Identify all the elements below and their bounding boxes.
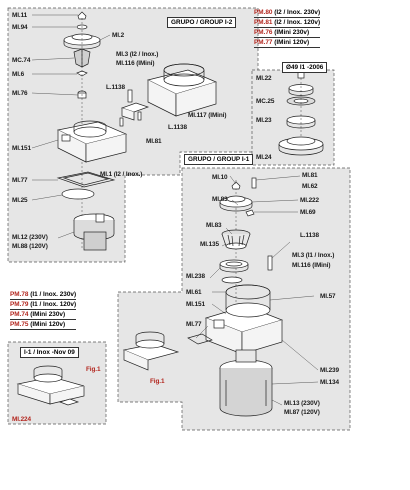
label-mi3-i1: MI.3 (I1 / Inox.) xyxy=(292,252,335,259)
inset-fig-label: Fig.1 xyxy=(86,366,101,373)
pm-desc: (I2 / Inox. 230v) xyxy=(274,9,321,16)
pm-desc: (I1 / Inox. 230v) xyxy=(30,291,77,298)
label-mi11: MI.11 xyxy=(12,12,28,19)
label-mi23: MI.23 xyxy=(256,117,272,124)
label-mi10: MI.10 xyxy=(212,174,228,181)
label-mi94: MI.94 xyxy=(12,24,28,31)
leader-lines xyxy=(31,14,319,406)
pm-list-item: PM.74 (IMini 230v) xyxy=(10,310,77,320)
label-l1138-i2b: L.1138 xyxy=(168,124,187,131)
label-mi61: MI.61 xyxy=(186,289,202,296)
label-mi117: MI.117 (IMini) xyxy=(188,112,227,119)
label-fig1-i1: Fig.1 xyxy=(150,378,165,385)
label-mi13: MI.13 (230V) xyxy=(284,400,320,407)
pm-list-item: PM.78 (I1 / Inox. 230v) xyxy=(10,290,77,300)
label-mi151-i1: MI.151 xyxy=(186,301,205,308)
label-mi77-i1: MI.77 xyxy=(186,321,202,328)
group-i2-title: GRUPO / GROUP I-2 xyxy=(167,17,237,28)
pm-list-item: PM.77 (IMini 120v) xyxy=(254,38,321,48)
label-mi238: MI.238 xyxy=(186,273,205,280)
pm-list-item: PM.75 (IMini 120v) xyxy=(10,320,77,330)
label-mi12: MI.12 (230V) xyxy=(12,234,48,241)
label-mi3-i2: MI.3 (I2 / Inox.) xyxy=(116,51,159,58)
label-mi1: MI.1 (I2 / Inox.) xyxy=(100,171,143,178)
pm-list-item: PM.81 (I2 / Inox. 120v) xyxy=(254,18,321,28)
pm-desc: (IMini 120v) xyxy=(274,39,310,46)
pm-list-item: PM.80 (I2 / Inox. 230v) xyxy=(254,8,321,18)
label-mi151-i2: MI.151 xyxy=(12,145,31,152)
pm-list-item: PM.79 (I1 / Inox. 120v) xyxy=(10,300,77,310)
pm-code: PM.76 xyxy=(254,29,273,36)
inset-part-label: MI.224 xyxy=(12,416,31,423)
label-mi76: MI.76 xyxy=(12,90,28,97)
label-mi239: MI.239 xyxy=(320,367,339,374)
label-mi116-i2: MI.116 (IMini) xyxy=(116,60,155,67)
label-mi22: MI.22 xyxy=(256,75,272,82)
label-mi88: MI.88 (120V) xyxy=(12,243,48,250)
label-l1138-i1: L.1138 xyxy=(300,232,319,239)
inset-title: I-1 / Inox -Nov 09 xyxy=(20,347,79,358)
pm-code: PM.81 xyxy=(254,19,273,26)
label-mi2: MI.2 xyxy=(112,32,125,39)
label-mi87: MI.87 (120V) xyxy=(284,409,320,416)
label-mi62: MI.62 xyxy=(302,183,318,190)
pm-desc: (IMini 120v) xyxy=(30,321,66,328)
group-i1-parts xyxy=(122,177,284,417)
group-i1-panel xyxy=(117,167,351,431)
label-mi222: MI.222 xyxy=(300,197,319,204)
label-mi6: MI.6 xyxy=(12,71,25,78)
pm-desc: (IMini 230v) xyxy=(30,311,66,318)
group-i1-title: GRUPO / GROUP I-1 xyxy=(184,154,254,165)
pm-list-item: PM.76 (IMini 230v) xyxy=(254,28,321,38)
label-mi57: MI.57 xyxy=(320,293,336,300)
label-mi24: MI.24 xyxy=(256,154,272,161)
label-mi81-i1: MI.81 xyxy=(302,172,318,179)
label-mi77-i2: MI.77 xyxy=(12,177,28,184)
pm-code: PM.78 xyxy=(10,291,29,298)
group-i2-pm-list: PM.80 (I2 / Inox. 230v) PM.81 (I2 / Inox… xyxy=(254,8,321,48)
pm-desc: (I1 / Inox. 120v) xyxy=(30,301,77,308)
label-mc25: MC.25 xyxy=(256,98,275,105)
pm-desc: (I2 / Inox. 120v) xyxy=(274,19,321,26)
side-panel-title: Ø49 I1 -2006 xyxy=(282,62,328,73)
label-mi81-i2: MI.81 xyxy=(146,138,162,145)
pm-code: PM.79 xyxy=(10,301,29,308)
group-i1-pm-list: PM.78 (I1 / Inox. 230v) PM.79 (I1 / Inox… xyxy=(10,290,77,330)
label-mi116-i1: MI.116 (IMini) xyxy=(292,262,331,269)
label-mi134: MI.134 xyxy=(320,379,339,386)
label-mi83a: MI.83 xyxy=(212,196,228,203)
pm-code: PM.77 xyxy=(254,39,273,46)
group-i2-parts xyxy=(56,11,218,251)
pm-desc: (IMini 230v) xyxy=(274,29,310,36)
pm-code: PM.80 xyxy=(254,9,273,16)
inset-parts xyxy=(16,365,85,406)
label-mi83b: MI.83 xyxy=(206,222,222,229)
label-mi135: MI.135 xyxy=(200,241,219,248)
label-mi25: MI.25 xyxy=(12,197,28,204)
label-l1138-i2: L.1138 xyxy=(106,84,125,91)
label-mc74: MC.74 xyxy=(12,57,31,64)
side-panel-parts xyxy=(278,71,324,156)
pm-code: PM.74 xyxy=(10,311,29,318)
pm-code: PM.75 xyxy=(10,321,29,328)
label-mi69: MI.69 xyxy=(300,209,316,216)
